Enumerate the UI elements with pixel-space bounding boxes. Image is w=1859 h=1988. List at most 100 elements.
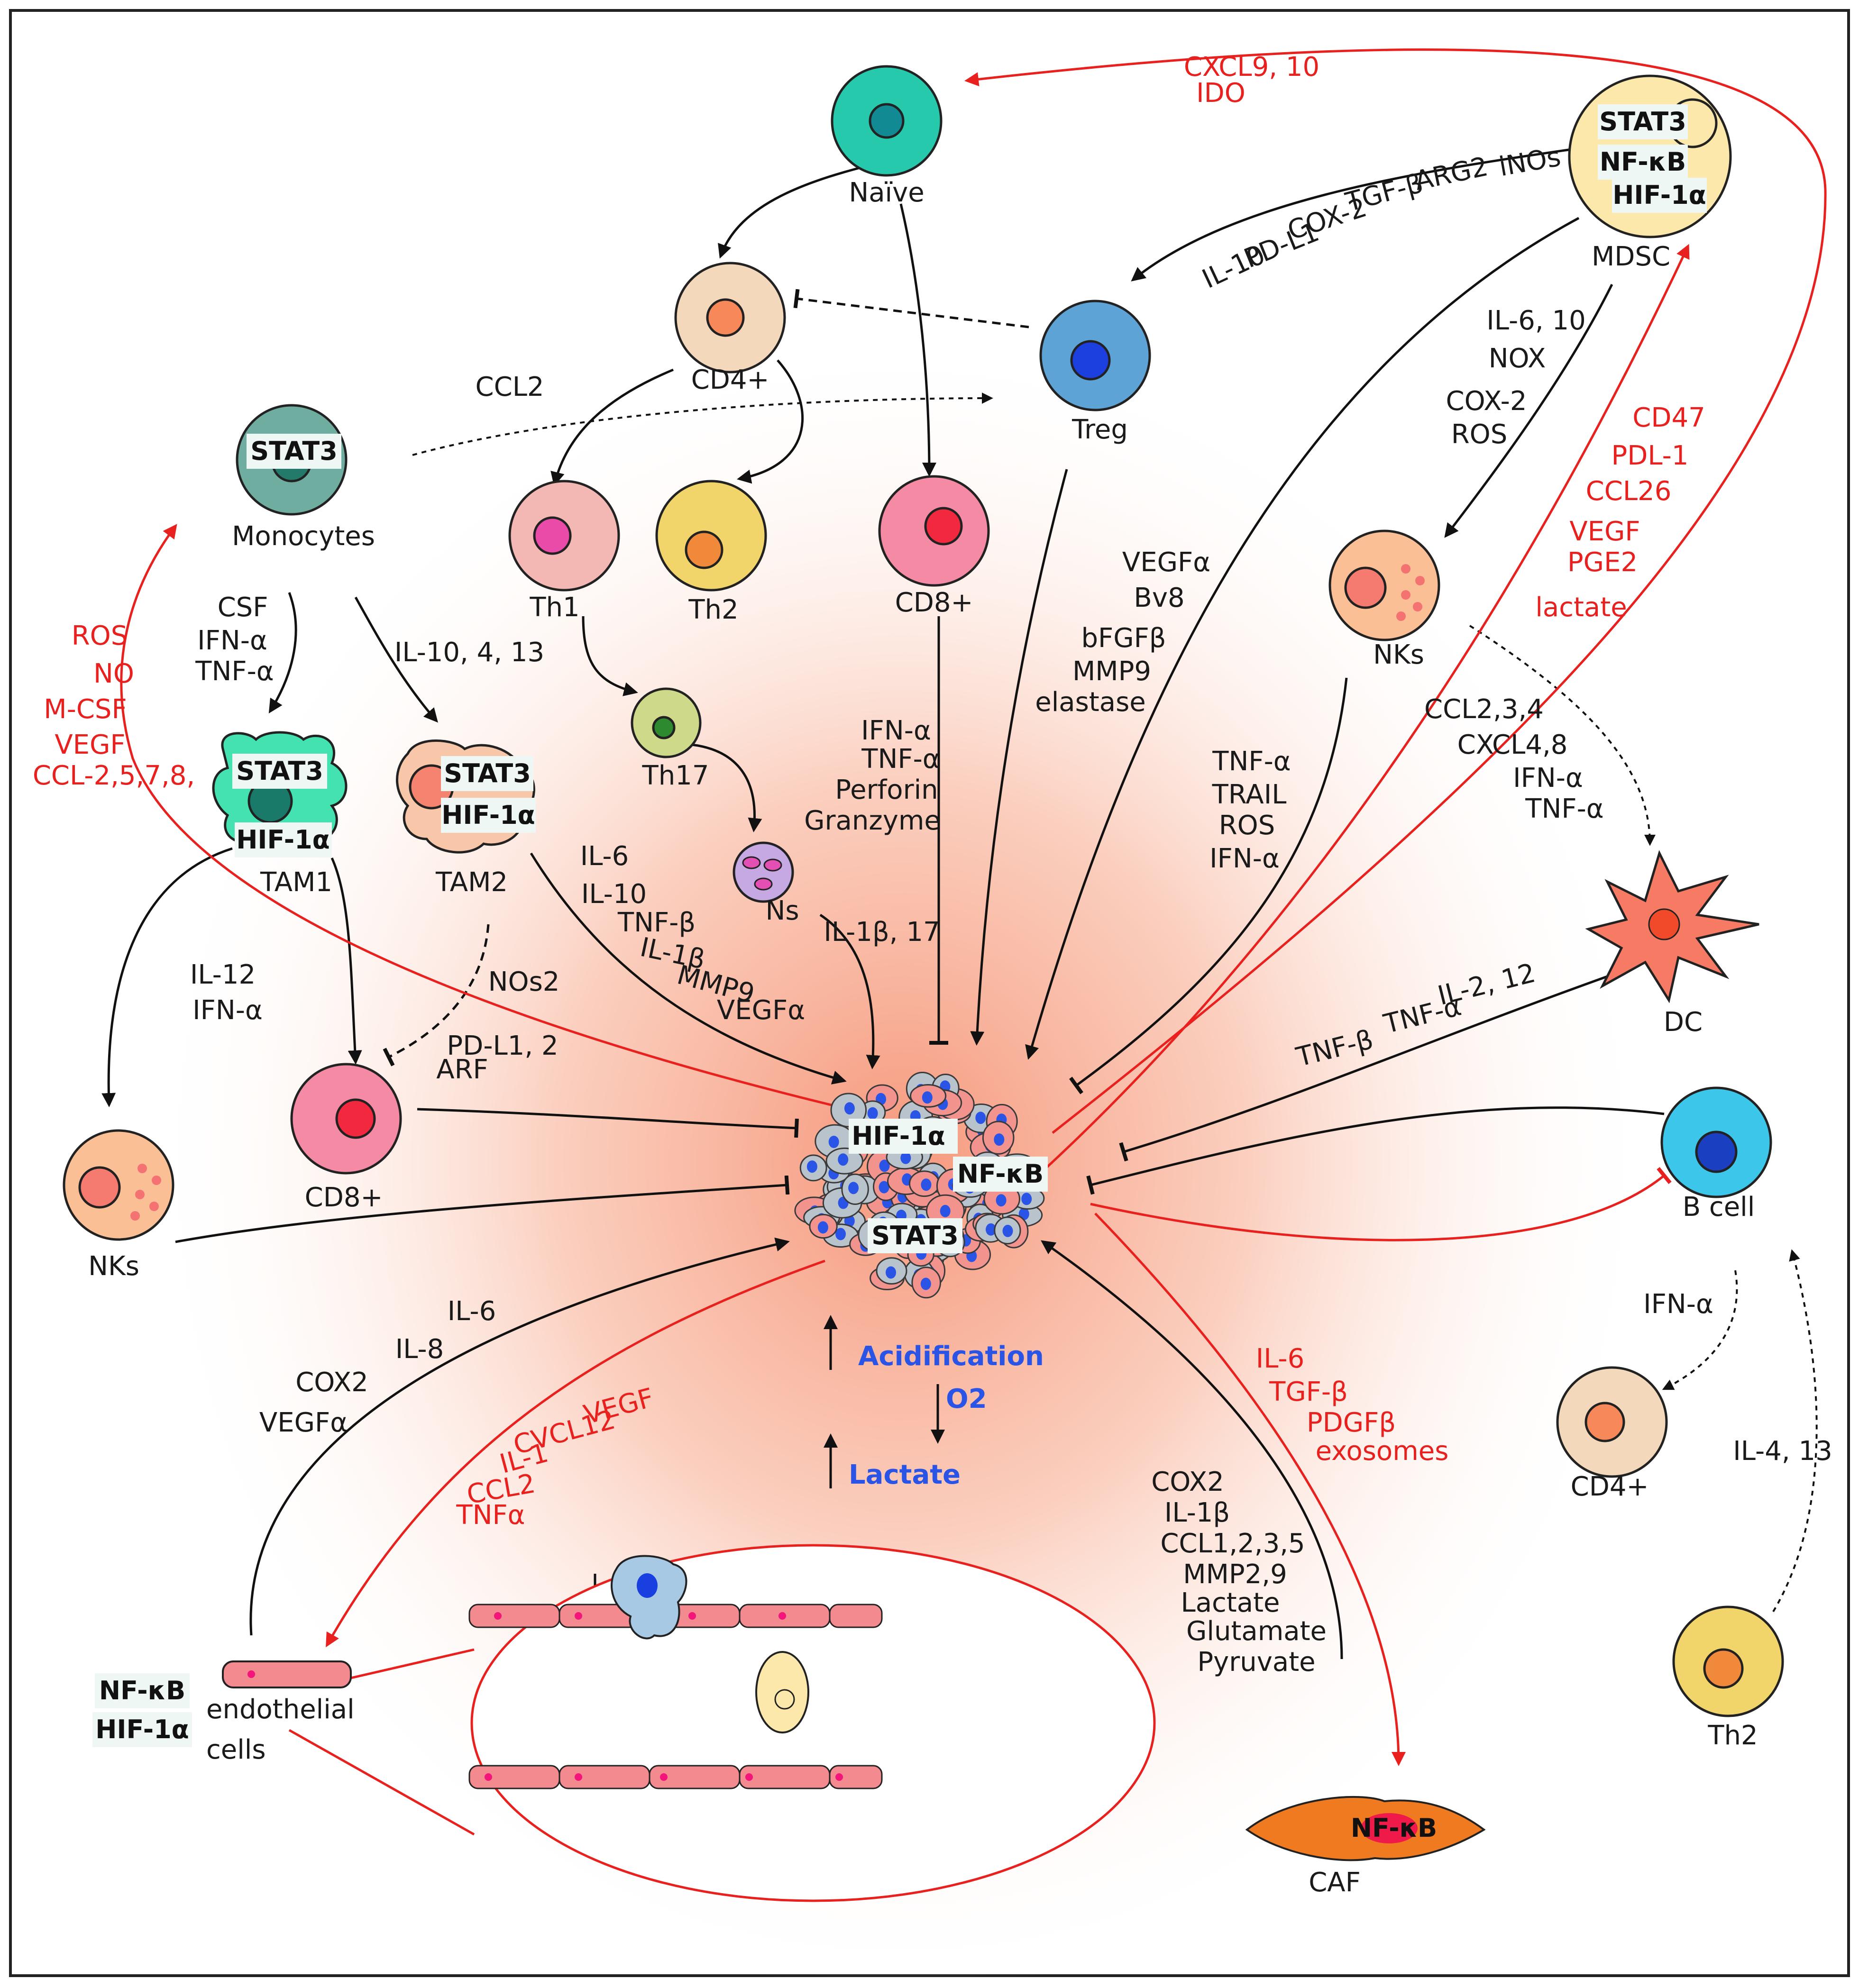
tumor-cell-nucleus [922, 1091, 933, 1104]
tam1-label: TAM1 [260, 867, 332, 898]
acidification-label: Acidification [858, 1341, 1044, 1372]
mdsc-to-nk-labels: IL-6, 10 NOX COX-2 ROS [1446, 305, 1585, 450]
svg-text:Bv8: Bv8 [1134, 583, 1184, 613]
tumor-to-mdsc-labels: CD47 PDL-1 CCL26 VEGF PGE2 lactate [1535, 402, 1705, 623]
o2-label: O2 [946, 1384, 987, 1414]
endothelial-label-1: endothelial [206, 1694, 355, 1725]
caf-label: CAF [1309, 1867, 1361, 1898]
svg-text:PDL-1: PDL-1 [1612, 440, 1689, 471]
mdsc-cell: STAT3 NF-κB HIF-1α MDSC [1568, 74, 1732, 272]
b-cell-label: B cell [1683, 1192, 1755, 1222]
cd8-top-cell: CD8+ [878, 475, 990, 618]
th17-to-ns-arrow [687, 743, 762, 832]
mono-to-tam1-labels: CSF IFN-α TNF-α [195, 592, 274, 687]
dotted-arrows [412, 392, 1818, 1613]
tumor-cell-nucleus [848, 1182, 859, 1195]
tam2-label: TAM2 [435, 867, 508, 898]
svg-text:bFGFβ: bFGFβ [1081, 623, 1166, 654]
cd8-top-label: CD8+ [895, 587, 973, 618]
tumor-cell-nucleus [879, 1181, 889, 1194]
nk-inhibits-tumor [1069, 677, 1348, 1094]
svg-text:ROS: ROS [1219, 810, 1275, 841]
svg-text:IL-8: IL-8 [395, 1334, 444, 1365]
nk-right-cell: NKs [1328, 529, 1440, 670]
caf-nfkb: NF-κB [1351, 1813, 1437, 1843]
th2-to-bcell-arrow [1772, 1249, 1818, 1613]
endothelial-zoom-line-bottom [288, 1729, 475, 1836]
red-arrows [120, 48, 1827, 1836]
tumor-nfkb: NF-κB [957, 1159, 1044, 1189]
tumor-cell-nucleus [806, 1160, 817, 1173]
tumor-to-naive-arrow [964, 48, 1827, 1134]
mdsc-label: MDSC [1592, 241, 1670, 272]
tumor-cell-nucleus [940, 1204, 951, 1217]
ccl2-label: CCL2 [475, 372, 544, 402]
treg-label: Treg [1071, 414, 1128, 445]
svg-text:PD-L1, 2: PD-L1, 2 [447, 1030, 558, 1061]
svg-text:IL-12: IL-12 [190, 959, 256, 990]
th1-label: Th1 [529, 592, 579, 623]
svg-text:Perforin: Perforin [835, 775, 938, 805]
svg-text:Lactate: Lactate [1181, 1587, 1280, 1618]
tam2-to-tumor-arrow [530, 852, 847, 1085]
th1-cell: Th1 [508, 480, 620, 623]
monocytes-label: Monocytes [232, 521, 375, 552]
tumor-cell-nucleus [886, 1266, 896, 1279]
tumor-cell-nucleus [900, 1151, 911, 1164]
tumor-cell-nucleus [835, 1228, 846, 1240]
svg-text:IL-1β: IL-1β [1164, 1497, 1230, 1528]
tumor-to-monocytes-labels: ROS NO M-CSF VEGF CCL-2,5,7,8, [33, 620, 195, 791]
tumor-cell-nucleus [879, 1159, 890, 1172]
svg-text:NO: NO [93, 658, 134, 689]
tumor-cell-nucleus [867, 1107, 878, 1120]
dc-cell: DC [1585, 850, 1759, 1038]
dc-label: DC [1664, 1007, 1703, 1038]
monocytes-to-treg-arrow [412, 392, 993, 456]
ns-to-tumor-label: IL-1β, 17 [824, 917, 940, 948]
nk-right-label: NKs [1373, 639, 1424, 670]
tumor-cell-nucleus [1021, 1193, 1032, 1205]
svg-text:IL-10: IL-10 [581, 879, 647, 910]
svg-text:VEGFα: VEGFα [1122, 547, 1210, 578]
tumor-hif1a: HIF-1α [852, 1121, 945, 1151]
svg-text:VEGFα: VEGFα [259, 1407, 348, 1438]
svg-text:TNF-α: TNF-α [1525, 793, 1603, 824]
tam2-inhibits-cd8 [383, 924, 490, 1067]
mdsc-to-nk-arrow [1444, 283, 1613, 538]
svg-text:IFN-α: IFN-α [861, 715, 931, 746]
endothelial-to-tumor-arrow [249, 1237, 790, 1636]
tumor-cell-nucleus [986, 1223, 996, 1236]
tumor-cell-nucleus [828, 1136, 839, 1148]
cd4-top-cell: CD4+ [674, 262, 786, 395]
tumor-cell-nucleus [817, 1221, 828, 1234]
bcell-to-cd4-label: IFN-α [1643, 1289, 1713, 1320]
svg-text:COX-2: COX-2 [1446, 386, 1527, 417]
nk-to-tumor-labels: TNF-α TRAIL ROS IFN-α [1209, 746, 1291, 874]
ns-cell: Ns [733, 841, 799, 926]
svg-text:CCL1,2,3,5: CCL1,2,3,5 [1160, 1528, 1305, 1559]
tumor-to-caf-labels: IL-6 TGF-β PDGFβ exosomes [1256, 1343, 1449, 1467]
endothelial-cell: NF-κB HIF-1α endothelial cells [92, 1660, 355, 1765]
cd4-top-label: CD4+ [691, 365, 769, 395]
tumor-cell-nucleus [844, 1102, 855, 1115]
th2-right-label: Th2 [1707, 1720, 1758, 1751]
mono-to-tam1-arrow [268, 592, 297, 714]
nk-left-label: NKs [88, 1251, 139, 1282]
svg-text:elastase: elastase [1035, 687, 1145, 718]
svg-text:NOs2: NOs2 [488, 967, 560, 997]
svg-text:M-CSF: M-CSF [44, 694, 127, 725]
svg-text:CCL-2,5,7,8,: CCL-2,5,7,8, [33, 760, 195, 791]
tumor-to-mdsc-arrow [1042, 244, 1690, 1172]
th2-to-bcell-label: IL-4, 13 [1733, 1436, 1832, 1467]
cd8-left-label: CD8+ [305, 1182, 383, 1213]
mdsc-nfkb: NF-κB [1600, 147, 1686, 177]
tumor-to-naive-labels: CXCL9, 10 IDO [1184, 52, 1319, 109]
monocytes-cell: STAT3 Monocytes [232, 404, 375, 552]
black-arrows [101, 146, 1613, 1660]
lactate-label: Lactate [849, 1459, 961, 1490]
svg-text:CXCL4,8: CXCL4,8 [1457, 730, 1568, 760]
tumor-cell-nucleus [921, 1178, 932, 1191]
mdsc-to-tumor-arrow [1025, 217, 1580, 1060]
cd8-left-inhibits-tumor [417, 1108, 799, 1138]
